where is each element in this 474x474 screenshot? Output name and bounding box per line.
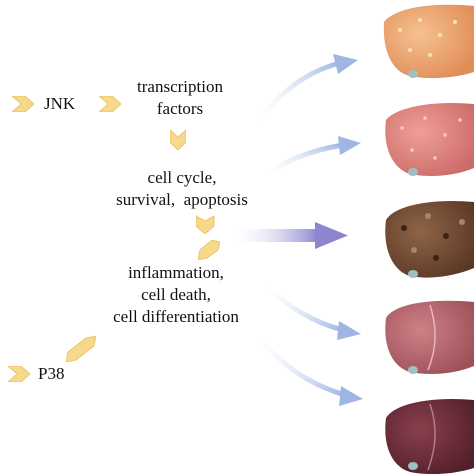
liver-icon [385,200,474,278]
jnk-text: JNK [44,94,76,113]
survival-apoptosis-text: survival, apoptosis [116,190,248,209]
inflammation-text: inflammation, [128,263,224,282]
curved-arrow-icon [252,329,363,406]
chevron-up-icon [198,240,220,260]
chevron-arrow-icon [8,366,30,382]
cell-death-text: cell death, [141,285,211,304]
cell-cycle-text: cell cycle, [147,168,217,187]
liver-icon [385,398,474,474]
curved-arrow-icon [252,54,358,131]
p38-label: P38 [38,363,64,385]
straight-arrow-icon [228,222,348,249]
jnk-label: JNK [44,93,75,115]
chevron-down-icon [196,215,215,234]
chevron-arrow-icon [99,96,121,112]
inflammation-label: inflammation, cell death, cell different… [96,262,256,328]
cell-cycle-label: cell cycle, survival, apoptosis [98,167,266,211]
transcription-text: transcription [137,77,223,96]
factors-text: factors [156,99,204,118]
chevron-down-icon [170,130,186,150]
p38-text: P38 [38,364,65,383]
chevron-arrow-icon [12,96,34,112]
transcription-factors-label: transcription factors [128,76,232,120]
curved-arrow-icon [259,279,361,340]
cell-differentiation-text: cell differentiation [113,307,239,326]
liver-icon [383,4,474,79]
curved-arrow-icon [259,136,361,181]
liver-icon [385,300,474,374]
liver-icon [385,102,474,176]
chevron-up-icon [66,335,96,362]
